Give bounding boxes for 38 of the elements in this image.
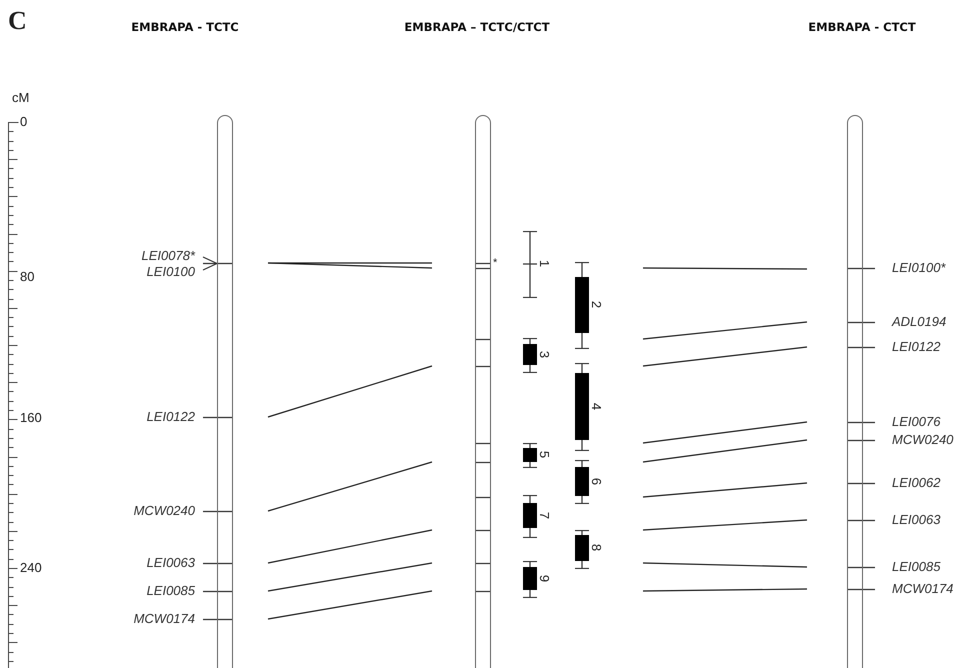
interval-number: 4 bbox=[590, 402, 604, 410]
scale-label: 160 bbox=[20, 411, 42, 424]
marker-name: MCW0240 bbox=[892, 433, 954, 446]
interval-number: 1 bbox=[538, 260, 552, 268]
chromosome-heading: EMBRAPA - CTCT bbox=[808, 22, 916, 34]
marker-name: LEI0085 bbox=[892, 560, 940, 573]
asterisk-mark: * bbox=[493, 258, 498, 269]
interval-number: 8 bbox=[590, 544, 604, 552]
scale-label: cM bbox=[12, 91, 30, 104]
marker-name: LEI0085 bbox=[146, 584, 195, 597]
marker-name: LEI0100* bbox=[892, 261, 946, 274]
interval-number: 2 bbox=[590, 300, 604, 308]
marker-name: LEI0078* bbox=[142, 249, 195, 262]
interval-number: 5 bbox=[538, 450, 552, 458]
chromosome-bar bbox=[475, 115, 491, 668]
panel-letter: C bbox=[8, 8, 27, 34]
marker-name: ADL0194 bbox=[892, 315, 946, 328]
interval-number: 6 bbox=[590, 477, 604, 485]
chromosome-bar bbox=[217, 115, 233, 668]
marker-name: LEI0062 bbox=[892, 476, 940, 489]
chromosome-bar bbox=[847, 115, 863, 668]
marker-name: LEI0063 bbox=[146, 556, 195, 569]
marker-name: LEI0122 bbox=[892, 340, 940, 353]
chromosome-heading: EMBRAPA – TCTC/CTCT bbox=[404, 22, 550, 34]
interval-number: 9 bbox=[538, 574, 552, 582]
interval-number: 7 bbox=[538, 511, 552, 519]
scale-label: 240 bbox=[20, 561, 42, 574]
marker-name: MCW0174 bbox=[892, 582, 954, 595]
chromosome-heading: EMBRAPA - TCTC bbox=[131, 22, 239, 34]
marker-name: MCW0240 bbox=[134, 504, 195, 517]
marker-name: MCW0174 bbox=[134, 612, 195, 625]
marker-name: LEI0076 bbox=[892, 415, 940, 428]
marker-name: LEI0100 bbox=[146, 265, 195, 278]
scale-label: 80 bbox=[20, 270, 34, 283]
marker-name: LEI0122 bbox=[146, 410, 195, 423]
interval-number: 3 bbox=[538, 350, 552, 358]
marker-name: LEI0063 bbox=[892, 513, 940, 526]
scale-label: 0 bbox=[20, 115, 28, 128]
